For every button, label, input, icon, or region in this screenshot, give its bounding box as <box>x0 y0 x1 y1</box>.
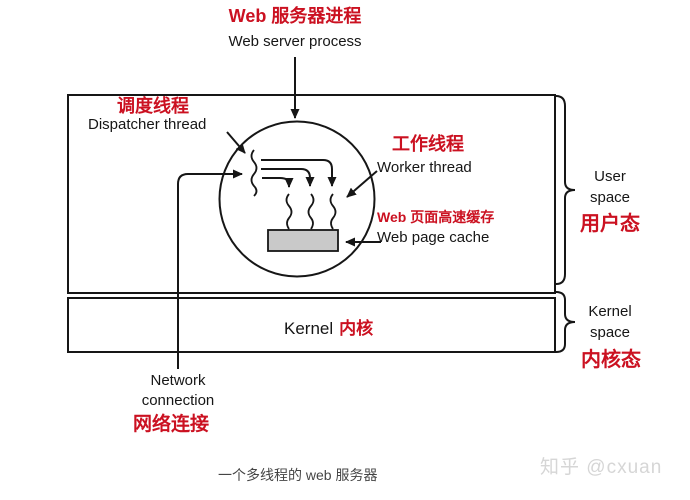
network-connection-label-en: Network connection <box>118 371 238 411</box>
worker-thread-label-zh: 工作线程 <box>392 134 464 154</box>
user-space-brace <box>555 95 576 285</box>
handoff-arrow-3 <box>262 177 294 188</box>
web-server-process-title-en: Web server process <box>228 33 362 50</box>
network-connection-label-line1: Network <box>150 372 206 389</box>
worker-thread-label-en: Worker thread <box>377 159 472 176</box>
kernel-mode-label-zh: 内核态 <box>581 349 641 371</box>
kernel-box-label-zh: 内核 <box>339 319 374 338</box>
zhihu-watermark: 知乎 @cxuan <box>540 457 663 478</box>
worker-pointer-arrow <box>346 170 378 198</box>
user-space-label: User space <box>582 166 638 208</box>
dispatcher-pointer-arrow <box>226 131 246 154</box>
user-space-label-line2: space <box>589 189 631 206</box>
dispatcher-thread-label-en: Dispatcher thread <box>88 116 207 133</box>
kernel-space-label: Kernel space <box>582 301 638 343</box>
kernel-box-label-en: Kernel <box>284 319 334 338</box>
process-circle <box>218 120 376 278</box>
network-connection-line <box>177 169 243 369</box>
figure-caption: 一个多线程的 web 服务器 <box>218 467 378 483</box>
kernel-space-brace <box>555 291 576 353</box>
worker-thread-squiggle-1 <box>285 193 293 230</box>
web-server-process-title-zh: Web 服务器进程 <box>228 6 362 26</box>
worker-thread-squiggle-2 <box>307 193 315 230</box>
kernel-box-label: Kernel 内核 <box>284 318 373 339</box>
dispatcher-thread-label-zh: 调度线程 <box>117 96 189 116</box>
web-page-cache-label-zh: Web 页面高速缓存 <box>377 209 495 225</box>
web-page-cache-block <box>267 229 339 252</box>
user-space-label-line1: User <box>594 168 626 185</box>
dispatcher-thread-squiggle <box>250 149 258 197</box>
kernel-space-label-line1: Kernel <box>588 303 632 320</box>
user-mode-label-zh: 用户态 <box>580 213 640 235</box>
kernel-box <box>67 297 556 353</box>
network-connection-label-zh: 网络连接 <box>133 414 210 435</box>
worker-thread-squiggle-3 <box>329 193 337 230</box>
handoff-arrow-2 <box>261 168 315 187</box>
kernel-space-label-line2: space <box>589 324 631 341</box>
web-page-cache-label-en: Web page cache <box>377 229 490 246</box>
handoff-arrow-1 <box>261 159 337 187</box>
network-connection-label-line2: connection <box>141 392 215 409</box>
user-space-box <box>67 94 556 294</box>
